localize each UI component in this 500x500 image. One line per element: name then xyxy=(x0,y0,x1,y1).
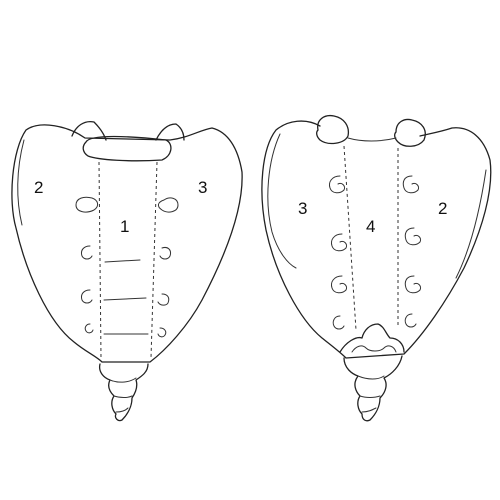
anterior-coccyx-segment-3 xyxy=(116,408,128,412)
posterior-foramen-left-2 xyxy=(331,234,346,251)
posterior-foramen-right-1 xyxy=(403,176,418,193)
anterior-label-left-region: 2 xyxy=(34,178,43,197)
posterior-label-right-region: 2 xyxy=(438,199,447,218)
anterior-foramen-right-3 xyxy=(158,294,169,305)
anterior-coccyx-segment-2 xyxy=(114,396,132,398)
anterior-foramen-left-4 xyxy=(85,324,93,333)
posterior-foramen-right-2 xyxy=(405,228,420,245)
posterior-articular-process-right xyxy=(395,120,426,147)
anterior-coccyx-segment-1 xyxy=(110,378,136,382)
posterior-coccyx xyxy=(344,356,402,421)
posterior-foramen-left-4 xyxy=(333,316,344,329)
anterior-foramen-left-3 xyxy=(81,290,92,303)
anterior-foramen-right-2 xyxy=(160,247,171,259)
anterior-foramen-left-2 xyxy=(81,246,92,259)
anterior-label-center-region: 1 xyxy=(120,217,129,236)
posterior-foramen-left-3 xyxy=(331,276,346,293)
anterior-foramen-left-1 xyxy=(76,197,98,212)
posterior-label-center-region: 4 xyxy=(366,217,375,236)
posterior-articular-process-left xyxy=(317,116,349,144)
posterior-foramen-left-1 xyxy=(329,176,344,193)
anterior-coccyx xyxy=(100,364,148,421)
anterior-label-right-region: 3 xyxy=(198,178,207,197)
anterior-boundary-left xyxy=(99,162,101,358)
posterior-boundary-left xyxy=(344,146,356,330)
anterior-foramen-right-4 xyxy=(158,328,166,337)
anterior-transverse-ridge-1 xyxy=(105,260,140,262)
anterior-foramen-right-1 xyxy=(158,198,178,212)
posterior-coccyx-segment-1 xyxy=(358,376,384,379)
anterior-transverse-ridge-2 xyxy=(104,298,146,300)
posterior-foramen-right-3 xyxy=(405,276,420,293)
anterior-boundary-right xyxy=(151,162,157,358)
posterior-label-left-region: 3 xyxy=(298,199,307,218)
posterior-auricular-edge-left xyxy=(268,134,296,268)
posterior-sacrum-view: 3 4 2 xyxy=(262,116,491,421)
posterior-coccyx-segment-2 xyxy=(360,396,380,398)
posterior-coccyx-segment-3 xyxy=(362,408,376,412)
posterior-base-rim xyxy=(348,138,396,141)
posterior-sacral-cornua xyxy=(352,346,396,352)
anterior-sacrum-view: 2 1 3 xyxy=(12,122,242,421)
anterior-auricular-edge-left xyxy=(18,140,24,225)
posterior-sacral-hiatus xyxy=(340,324,404,352)
posterior-outline xyxy=(262,121,491,358)
posterior-foramen-right-4 xyxy=(405,314,416,327)
